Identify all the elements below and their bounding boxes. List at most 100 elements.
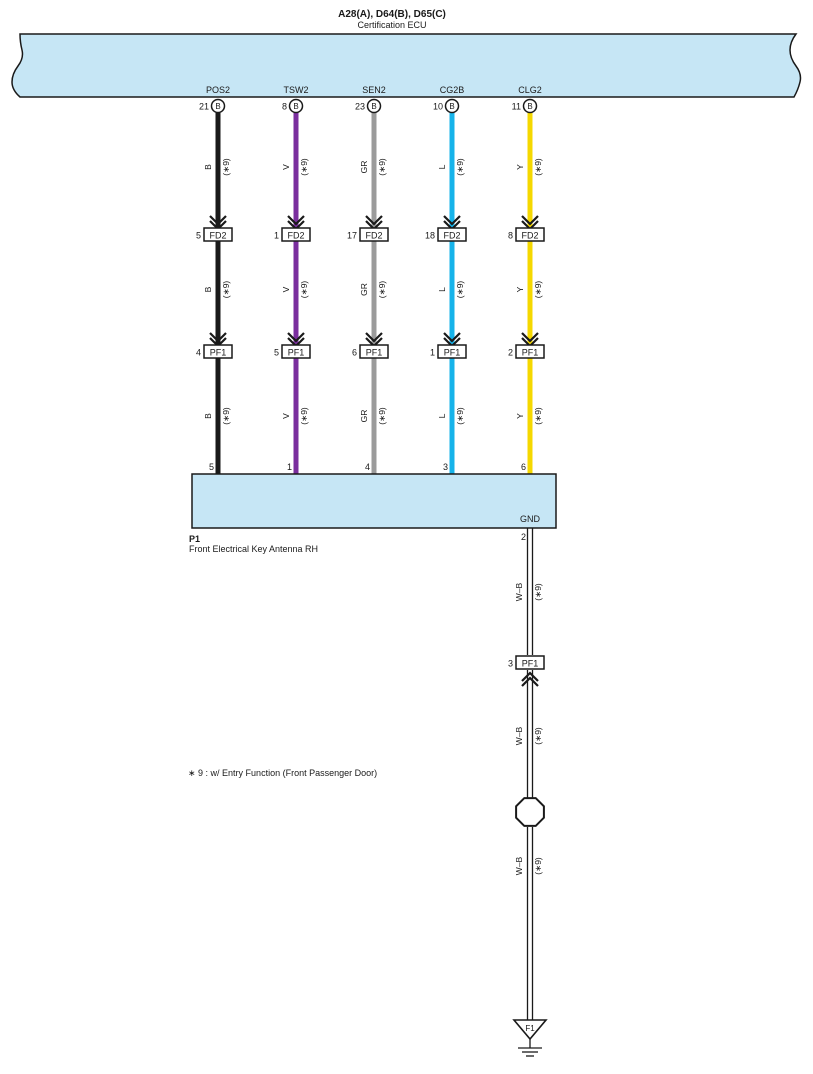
pf1-connector-label: PF1 — [288, 348, 305, 358]
antenna-code: P1 — [189, 534, 200, 544]
pf1-connector-pin: 4 — [196, 348, 201, 358]
ecu-pin-circle — [444, 98, 460, 114]
wires-layer: POS2B21B(∗9)B(∗9)B(∗9)FD25PF145BTSW2B8V(… — [196, 85, 545, 490]
wire-color-code: B — [203, 164, 213, 170]
ground-wire-note: (∗9) — [533, 583, 543, 601]
wire-color-code: L — [437, 287, 447, 292]
antenna-pin-number: 1 — [287, 462, 292, 472]
pf1-connector: PF1 4 — [196, 344, 233, 359]
ecu-pin-circle — [288, 98, 304, 114]
wire-color-code: Y — [515, 286, 525, 292]
wire-note: (∗9) — [455, 407, 465, 425]
antenna-name: Front Electrical Key Antenna RH — [189, 544, 318, 554]
wire-note: (∗9) — [221, 158, 231, 176]
fd2-connector-pin: 18 — [425, 231, 435, 241]
fd2-connector-label: FD2 — [287, 231, 304, 241]
ground-pf1-connector-label: PF1 — [522, 659, 539, 669]
wire-color-code: L — [437, 413, 447, 418]
ground-pf1-connector: PF1 3 — [508, 655, 545, 670]
antenna-pin-number: 3 — [443, 462, 448, 472]
pf1-connector-pin: 1 — [430, 348, 435, 358]
wire-color-code: L — [437, 164, 447, 169]
antenna-gnd-pin: 2 — [521, 532, 526, 542]
fd2-connector: FD2 5 — [196, 227, 233, 242]
fd2-connector-label: FD2 — [365, 231, 382, 241]
ecu-connector-letter: B — [449, 102, 454, 111]
ground-wire-color-code: W–B — [514, 582, 524, 601]
fd2-connector-pin: 8 — [508, 231, 513, 241]
fd2-connector-label: FD2 — [209, 231, 226, 241]
ground-point-label: F1 — [525, 1024, 535, 1033]
wire-note: (∗9) — [377, 281, 387, 299]
ecu-connector-letter: B — [527, 102, 532, 111]
ecu-connector-letter: B — [293, 102, 298, 111]
ecu-pin-circle — [366, 98, 382, 114]
ecu-pin-circle — [210, 98, 226, 114]
ground-wire-note: (∗9) — [533, 857, 543, 875]
ecu-signal-label: CG2B — [440, 85, 465, 95]
ground-pf1-connector-pin: 3 — [508, 659, 513, 669]
pf1-connector-label: PF1 — [522, 348, 539, 358]
ground-wire-color-code: W–B — [514, 856, 524, 875]
wire-note: (∗9) — [455, 281, 465, 299]
pf1-connector-pin: 5 — [274, 348, 279, 358]
antenna-pin-number: 6 — [521, 462, 526, 472]
wire-color-code: GR — [359, 283, 369, 296]
ecu-pin-number: 11 — [512, 102, 521, 112]
pf1-connector: PF1 2 — [508, 344, 545, 359]
wire-note: (∗9) — [299, 281, 309, 299]
fd2-connector-pin: 5 — [196, 231, 201, 241]
wire-note: (∗9) — [299, 407, 309, 425]
wire-note: (∗9) — [533, 407, 543, 425]
wire-note: (∗9) — [455, 158, 465, 176]
antenna-box — [191, 473, 557, 529]
antenna-gnd-label: GND — [520, 514, 541, 524]
wire-color-code: GR — [359, 410, 369, 423]
wire-note: (∗9) — [299, 158, 309, 176]
ground-wire-note: (∗9) — [533, 727, 543, 745]
wire-color-code: GR — [359, 161, 369, 174]
ecu-pin-number: 23 — [355, 102, 365, 112]
pf1-connector: PF1 5 — [274, 344, 311, 359]
pf1-connector-pin: 2 — [508, 348, 513, 358]
wire-color-code: Y — [515, 164, 525, 170]
ecu-connector-letter: B — [371, 102, 376, 111]
wire-note: (∗9) — [221, 407, 231, 425]
ground-point-triangle — [512, 1019, 548, 1041]
ecu-body — [11, 33, 802, 98]
ecu-pin-number: 10 — [433, 102, 443, 112]
ecu-connector-letter: B — [215, 102, 220, 111]
ground-pf1-chevron — [521, 671, 539, 687]
ecu-pin-number: 8 — [282, 102, 287, 112]
fd2-connector: FD2 1 — [274, 227, 311, 242]
wire-color-code: B — [203, 286, 213, 292]
wire-note: (∗9) — [377, 407, 387, 425]
ecu-signal-label: SEN2 — [362, 85, 386, 95]
wire-note: (∗9) — [533, 158, 543, 176]
ecu-pin-circle — [522, 98, 538, 114]
splice-octagon — [515, 797, 545, 827]
antenna-pin-number: 4 — [365, 462, 370, 472]
pf1-connector: PF1 1 — [430, 344, 467, 359]
ecu-codes: A28(A), D64(B), D65(C) — [338, 9, 446, 20]
wire-color-code: B — [203, 413, 213, 419]
pf1-connector-label: PF1 — [210, 348, 227, 358]
ecu-signal-label: POS2 — [206, 85, 230, 95]
pf1-connector-label: PF1 — [444, 348, 461, 358]
fd2-connector-pin: 1 — [274, 231, 279, 241]
wire-note: (∗9) — [221, 281, 231, 299]
pf1-connector-label: PF1 — [366, 348, 383, 358]
wire-color-code: V — [281, 286, 291, 292]
ground-wire-color-code: W–B — [514, 726, 524, 745]
wire-color-code: Y — [515, 413, 525, 419]
